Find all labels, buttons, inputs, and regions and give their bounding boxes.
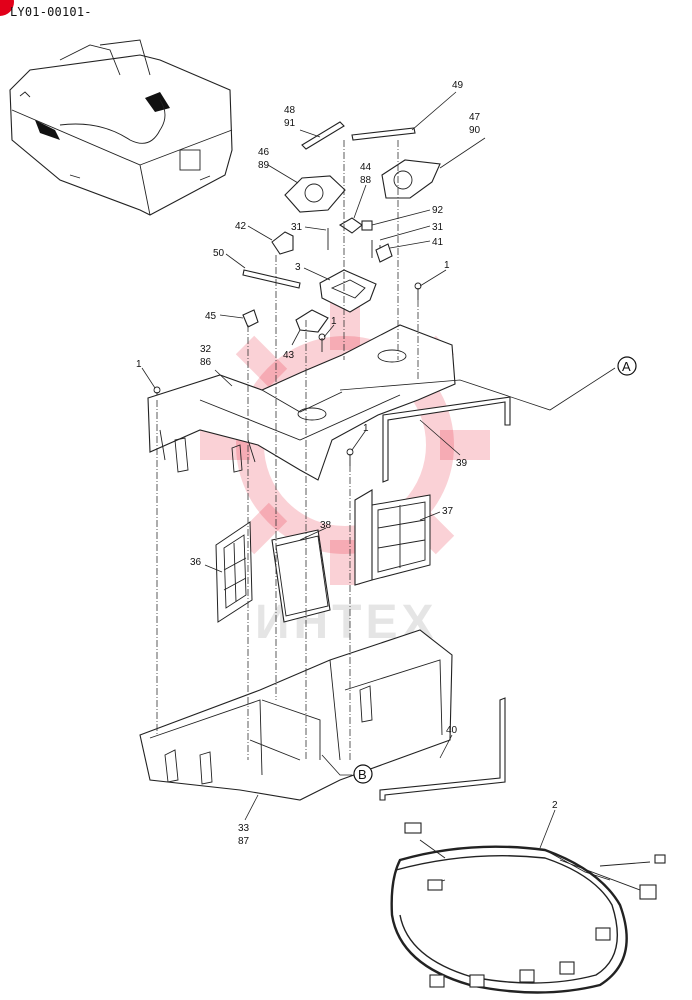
callout-45: 45 bbox=[205, 311, 217, 322]
callout-31-left: 31 bbox=[291, 222, 303, 233]
callout-44: 44 88 bbox=[360, 162, 374, 186]
callout-38: 38 bbox=[320, 520, 332, 531]
callout-46: 46 89 bbox=[258, 147, 272, 171]
document-code: LY01-00101- bbox=[10, 5, 92, 19]
reference-a: A bbox=[617, 356, 637, 376]
callout-36: 36 bbox=[190, 557, 202, 568]
callout-3: 3 bbox=[295, 262, 301, 273]
upper-assembly bbox=[153, 121, 441, 466]
filters bbox=[215, 489, 431, 623]
callout-40: 40 bbox=[446, 725, 458, 736]
callout-labels: 48 91 49 47 90 46 89 44 88 92 31 bbox=[136, 80, 558, 847]
callout-31-right: 31 bbox=[432, 222, 444, 233]
alignment-lines bbox=[156, 140, 616, 776]
callout-49: 49 bbox=[452, 80, 464, 91]
leaders bbox=[141, 91, 556, 849]
callout-47: 47 90 bbox=[469, 112, 483, 136]
callout-1-upper-right: 1 bbox=[444, 260, 450, 271]
machine-location-inset bbox=[9, 39, 233, 216]
callout-1-center: 1 bbox=[331, 316, 337, 327]
callout-33: 33 87 bbox=[238, 823, 252, 847]
reference-b: B bbox=[353, 764, 373, 784]
callout-92: 92 bbox=[432, 205, 444, 216]
lower-housing bbox=[139, 629, 453, 801]
callout-39: 39 bbox=[456, 458, 468, 469]
seal-40 bbox=[379, 697, 506, 801]
upper-frame bbox=[147, 324, 456, 481]
callout-41: 41 bbox=[432, 237, 444, 248]
svg-text:B: B bbox=[358, 767, 367, 782]
callout-37: 37 bbox=[442, 506, 454, 517]
seal-39 bbox=[382, 396, 511, 483]
callout-2: 2 bbox=[552, 800, 558, 811]
callout-1-lower: 1 bbox=[363, 423, 369, 434]
callout-1-left: 1 bbox=[136, 359, 142, 370]
wiring-harness bbox=[390, 822, 666, 994]
callout-42: 42 bbox=[235, 221, 247, 232]
callout-50: 50 bbox=[213, 248, 225, 259]
callout-32: 32 86 bbox=[200, 344, 214, 368]
svg-text:A: A bbox=[622, 359, 631, 374]
watermark-gear bbox=[200, 300, 490, 585]
callout-43: 43 bbox=[283, 350, 295, 361]
callout-48: 48 91 bbox=[284, 105, 298, 129]
